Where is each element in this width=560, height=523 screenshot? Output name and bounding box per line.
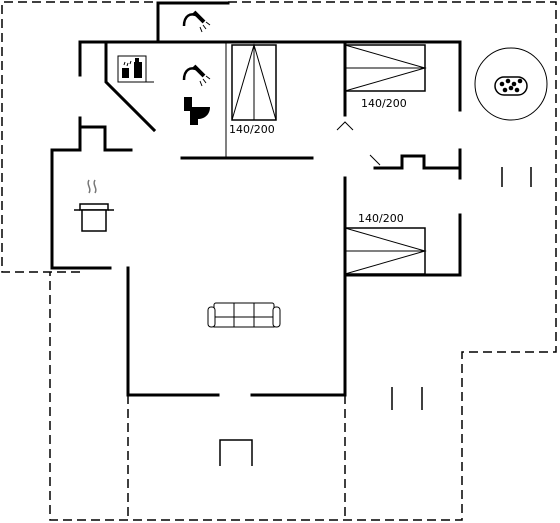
bed-3: 140/200 <box>344 212 427 275</box>
cooking-pot-icon <box>74 179 114 232</box>
shower-icon <box>182 10 211 33</box>
shower-icon <box>182 64 211 87</box>
bed-size-label: 140/200 <box>358 212 404 225</box>
toilet-icon <box>184 97 210 125</box>
terrace-markers <box>219 167 532 466</box>
sauna-icon <box>117 55 147 83</box>
bed-1: 140/200 <box>229 43 277 136</box>
bed-2: 140/200 <box>344 44 427 110</box>
sofa-icon <box>207 302 281 328</box>
bed-size-label: 140/200 <box>229 123 275 136</box>
hot-tub-icon <box>474 47 548 121</box>
bed-size-label: 140/200 <box>361 97 407 110</box>
door-markers <box>130 42 381 166</box>
exterior-walls <box>50 1 462 397</box>
